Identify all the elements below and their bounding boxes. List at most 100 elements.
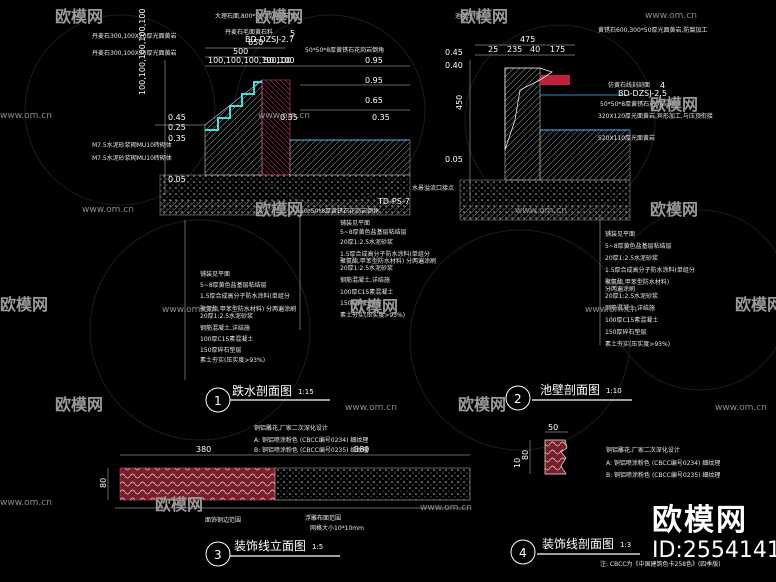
dim-500: 500 (233, 47, 248, 56)
title-text-1: 跌水剖面图 (232, 383, 292, 398)
watermark-url: www.om.cn (515, 206, 567, 216)
dim-0-65: 0.65 (365, 96, 383, 105)
label-granite-30: 丹麦石300,100X30厚光面黄岩 (92, 49, 177, 57)
dim-380b: 380 (354, 445, 369, 454)
watermark-url: www.om.cn (0, 111, 52, 121)
watermark-logo: 欧模网 (650, 95, 698, 114)
watermark-url: www.om.cn (585, 305, 637, 315)
title-scale-2: 1:10 (606, 387, 622, 395)
dim-0-35: 0.35 (168, 134, 186, 143)
layer-item: 20厚1:2.5水泥砂浆 (340, 238, 393, 246)
note-cbbc: 注: CBCC为《中国建筑色卡258色》(四季版) (600, 560, 721, 568)
label-granite-40: 50*50*8厚黄锈石花岗岩倒角 (300, 207, 379, 215)
layer-item: 100厚C15素混凝土 (200, 335, 253, 343)
layer-item: 5~8厚黄色盐基层粘结层 (200, 281, 267, 289)
layer-item: 聚氨酯,甲苯型防水材料) 分两遍涂刷 (200, 305, 296, 313)
watermark-url: www.om.cn (0, 498, 52, 508)
layer-item: 5~8厚黄色盐基层粘结层 (605, 242, 672, 250)
dim-25: 25 (488, 45, 498, 54)
brand-name: 欧模网 (652, 503, 748, 538)
watermark-logo: 欧模网 (460, 7, 508, 26)
layer-item: 150厚碎石垫层 (340, 299, 381, 307)
title-text-3: 装饰线立面图 (234, 538, 306, 553)
dim-50a: 50 (264, 56, 274, 65)
watermark-url: www.om.cn (82, 205, 134, 215)
label-granite-600: 黄锈石600,300*50厚光面黄岩,防腐加工 (598, 26, 707, 34)
drain-code-td-ps-7: TD-PS-7 (377, 197, 410, 206)
title-text-4: 装饰线剖面图 (542, 537, 614, 551)
layer-item: 素土夯实(压实度>93%) (340, 311, 405, 319)
label-quarry-stone-2: 50*50*8厚黄锈石花岗岩倒角 (600, 100, 679, 108)
dim-vertical-steps: 100,100,100,100,100 (138, 8, 147, 95)
watermark-logo: 欧模网 (350, 297, 398, 316)
background-circles (24, 14, 776, 451)
watermark-logo: 欧模网 (55, 7, 103, 26)
layer-item: 铺装见平面 (605, 230, 635, 238)
layer-item: 1.5厚合成高分子防水涂料(单组分 (605, 266, 695, 274)
label-a-color: A: 铜铝喷涂粉色 (CBCC编号0234) 细纹理 (254, 436, 368, 444)
watermark-logo: 欧模网 (55, 395, 103, 414)
dim-100x5: 100,100,100,100,100 (208, 56, 295, 65)
dim-0-35c: 0.35 (372, 113, 390, 122)
brand-block: 欧模网 ID:2554141 (652, 503, 776, 563)
label-top-line: 池壁压顶 (455, 12, 479, 20)
watermark-logo: 欧模网 (255, 7, 303, 26)
watermark-logo: 欧模网 (458, 395, 506, 414)
label-mold-carving: 铜铝雕花,厂家二次深化设计 (254, 424, 328, 432)
layer-item: 聚氨酯,甲苯型防水材料) (605, 278, 669, 286)
watermark-logo: 欧模网 (650, 200, 698, 219)
label-drain: 水景溢流口接点 (412, 184, 454, 192)
layer-list-right: 铺装见平面 5~8厚黄色盐基层粘结层 20厚1:2.5水泥砂浆 1.5厚合成高分… (340, 219, 436, 319)
dim-650: 650 (248, 38, 263, 47)
label-m7-5-wall-2: M7.5水泥砂浆砌MU10砖砌体 (92, 154, 172, 162)
detail-number-4: 4 (660, 81, 665, 90)
watermark-url: www.om.cn (162, 305, 214, 315)
watermark-logo: 欧模网 (155, 495, 203, 514)
dim-0-05d: 0.05 (445, 155, 463, 164)
layer-item: 150厚碎石垫层 (605, 328, 646, 336)
dim-380a: 380 (196, 445, 211, 454)
dim-50: 50 (548, 423, 558, 432)
dim-10: 10 (513, 458, 522, 468)
label-decor-line-detail: 仿黄石线刻剖面 (608, 81, 650, 89)
layer-list-pool: 铺装见平面 5~8厚黄色盐基层粘结层 20厚1:2.5水泥砂浆 1.5厚合成高分… (605, 230, 695, 348)
title-number-1: 1 (214, 394, 222, 408)
layer-item: 钢筋混凝土,详结施 (340, 276, 390, 284)
dim-450: 450 (455, 95, 464, 110)
layer-item: 素土夯实(压实度>93%) (200, 356, 265, 364)
watermark-url: www.om.cn (645, 11, 697, 21)
detail-ref-bd-dzsj-2-7: BD-DZSJ-2.7 (245, 35, 294, 44)
layer-item: 铺装见平面 (340, 219, 370, 227)
label-b-color-2: B: 铜铝喷涂粉色 (CBCC编号0235) 细纹理 (606, 471, 720, 479)
layer-item: 分两遍涂刷 (605, 285, 635, 293)
layer-item: 5~8厚黄色盐基层粘结层 (340, 228, 407, 236)
title-number-4: 4 (519, 546, 527, 560)
watermark-url: www.om.cn (420, 503, 472, 513)
dim-0-25: 0.25 (168, 123, 186, 132)
dim-80a: 80 (99, 478, 108, 488)
layer-list-left: 铺装见平面 5~8厚黄色盐基层粘结层 1.5厚合成高分子防水涂料(单组分 聚氨酯… (200, 270, 296, 364)
label-a-color-2: A: 铜铝喷涂粉色 (CBCC编号0234) 细纹理 (606, 459, 720, 467)
label-surface-range: 面饰铜边范围 (205, 516, 241, 524)
layer-item: 150厚碎石垫层 (200, 346, 241, 354)
dim-0-40: 0.40 (445, 61, 463, 70)
watermark-logo: 欧模网 (255, 200, 303, 219)
dim-40: 40 (530, 45, 540, 54)
watermark-url: www.om.cn (258, 111, 310, 121)
title-number-3: 3 (214, 548, 222, 562)
layer-item: 1.5厚合成高分子防水涂料(单组分 (200, 292, 290, 300)
watermark-url: www.om.cn (345, 403, 397, 413)
section-decor-line (529, 431, 568, 475)
section-drop-water (155, 47, 411, 380)
title-scale-3: 1:5 (312, 543, 323, 551)
dim-0-95: 0.95 (365, 56, 383, 65)
dim-235: 235 (507, 45, 522, 54)
label-quarry-reverse: 50*50*8厚黄锈石花岗岩倒角 (305, 46, 384, 54)
detail-number-5: 5 (290, 29, 295, 38)
layer-item: 铺装见平面 (200, 270, 230, 278)
title-block-3: 3 装饰线立面图 1:5 (205, 538, 340, 567)
title-number-2: 2 (514, 392, 522, 406)
label-quarry-stone: 丹麦石毛面黄石料 (225, 28, 273, 36)
